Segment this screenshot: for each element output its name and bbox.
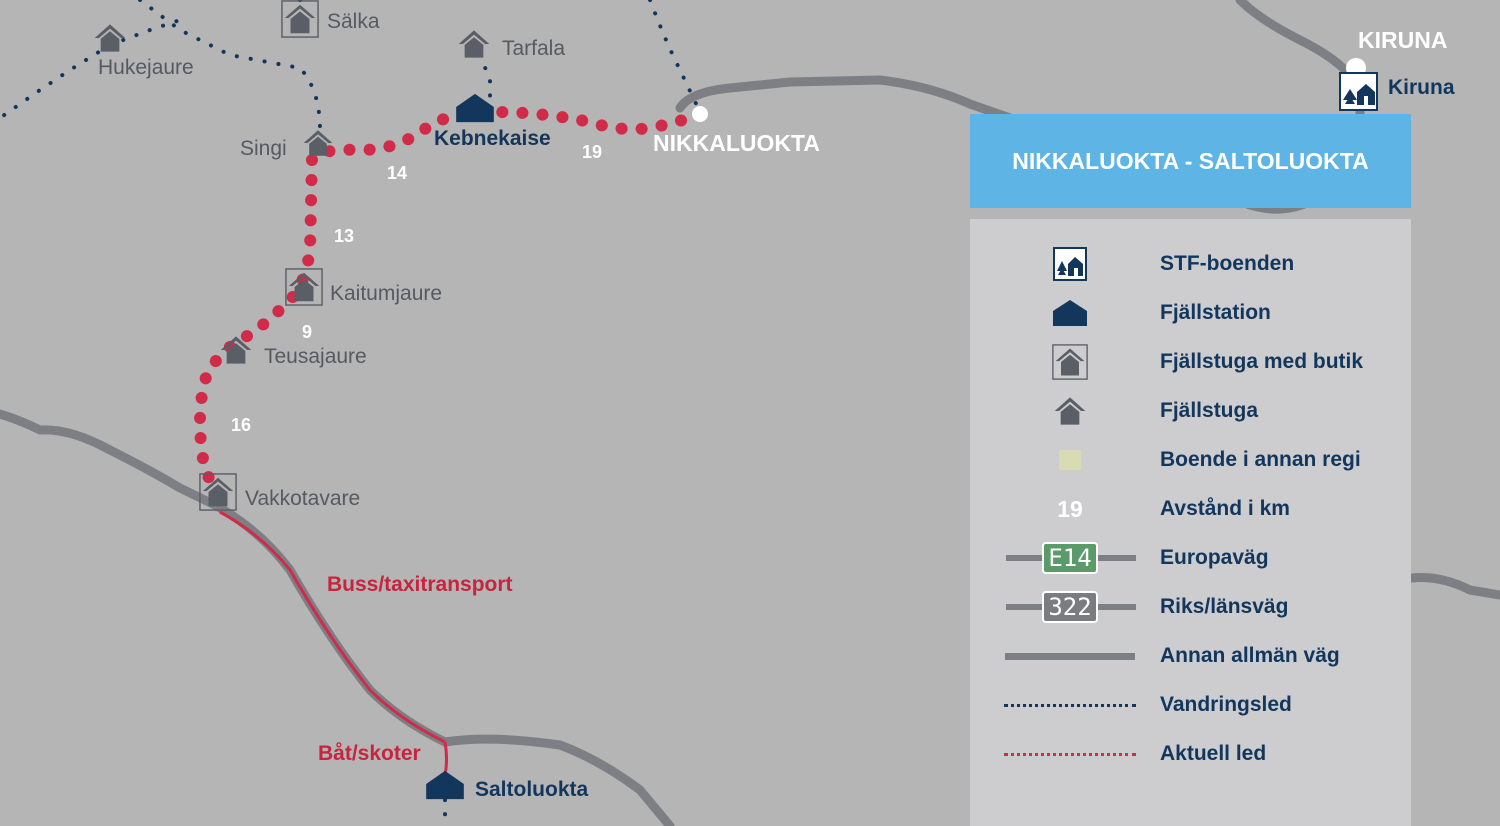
- hiking-trail-symbol: [1000, 685, 1140, 725]
- station-saltoluokta: [426, 770, 464, 800]
- nikkaluokta-node: [692, 106, 708, 122]
- legend-label: Avstånd i km: [1160, 497, 1290, 520]
- place-kaitumjaure: Kaitumjaure: [330, 282, 443, 305]
- trail-tarfala: [478, 53, 492, 102]
- legend-label: Fjällstuga med butik: [1160, 350, 1364, 373]
- current-trail: [194, 105, 706, 496]
- place-singi: Singi: [240, 137, 287, 160]
- other-road-symbol: [1000, 636, 1140, 676]
- bus-taxi-line: [219, 510, 446, 744]
- road-east: [1407, 573, 1500, 600]
- legend-item-other-lodging: Boende i annan regi: [970, 440, 1411, 480]
- legend-item-current-trail: Aktuell led: [970, 734, 1411, 774]
- stf-lodging-icon: [1000, 244, 1140, 284]
- e14-sign: E14: [1042, 542, 1098, 574]
- place-vakkotavare: Vakkotavare: [245, 487, 361, 510]
- legend-label: Vandringsled: [1160, 693, 1292, 716]
- place-kiruna-city: KIRUNA: [1358, 27, 1448, 53]
- distance-vakkotavare-teusajaure: 16: [231, 415, 252, 435]
- legend-item-european-road: E14 Europaväg: [970, 538, 1411, 578]
- stf-lodging-kiruna: [1339, 72, 1378, 111]
- transport-boat-snowmobile: Båt/skoter: [318, 742, 421, 765]
- other-lodging-icon: [1000, 440, 1140, 480]
- trail-hukejaure-west: [0, 43, 112, 120]
- mountain-station-icon: [1000, 293, 1140, 333]
- trail-salka-singi: [138, 0, 322, 132]
- hiking-trails: [0, 0, 702, 826]
- place-hukejaure: Hukejaure: [98, 56, 194, 79]
- legend-item-national-road: 322 Riks/länsväg: [970, 587, 1411, 627]
- legend-label: Fjällstation: [1160, 301, 1271, 324]
- hut-hukejaure: [94, 24, 126, 52]
- legend-label: Fjällstuga: [1160, 399, 1259, 422]
- legend-item-hiking-trail: Vandringsled: [970, 685, 1411, 725]
- legend-label: Riks/länsväg: [1160, 595, 1289, 618]
- legend-item-mountain-hut: Fjällstuga: [970, 391, 1411, 431]
- distance-symbol: 19: [1057, 495, 1083, 522]
- transport-bus-taxi: Buss/taxitransport: [327, 573, 513, 596]
- hut-shop-salka: [281, 0, 319, 38]
- distance-kaitumjaure-singi: 13: [334, 226, 355, 246]
- road-west: [0, 409, 220, 510]
- hut-tarfala: [458, 30, 490, 58]
- trail-hukejaure-salka: [108, 18, 182, 47]
- legend-item-other-road: Annan allmän väg: [970, 636, 1411, 676]
- boat-line: [443, 741, 448, 776]
- mountain-hut-shop-icon: [1000, 342, 1140, 382]
- place-nikkaluokta: NIKKALUOKTA: [653, 130, 820, 156]
- road-322-sign: 322: [1042, 591, 1098, 623]
- mountain-hut-icon: [1000, 391, 1140, 431]
- current-trail-symbol: [1000, 734, 1140, 774]
- place-kiruna-stf: Kiruna: [1388, 76, 1455, 99]
- legend-item-distance: 19 Avstånd i km: [970, 489, 1411, 529]
- legend: STF-boenden Fjällstation Fjällstuga med …: [970, 219, 1411, 826]
- legend-label: Annan allmän väg: [1160, 644, 1340, 667]
- legend-label: Europaväg: [1160, 546, 1269, 569]
- legend-label: STF-boenden: [1160, 252, 1295, 275]
- route-title: NIKKALUOKTA - SALTOLUOKTA: [1012, 147, 1369, 174]
- distance-kebnekaise-nikkaluokta: 19: [582, 142, 603, 162]
- place-saltoluokta: Saltoluokta: [475, 778, 589, 801]
- legend-item-mountain-hut-shop: Fjällstuga med butik: [970, 342, 1411, 382]
- place-teusajaure: Teusajaure: [264, 345, 367, 368]
- place-salka: Sälka: [327, 10, 380, 33]
- route-title-box: NIKKALUOKTA - SALTOLUOKTA: [970, 114, 1411, 208]
- station-kebnekaise: [456, 93, 494, 123]
- place-tarfala: Tarfala: [502, 37, 566, 60]
- current-trail-path: [194, 105, 706, 496]
- legend-label: Aktuell led: [1160, 742, 1267, 765]
- legend-item-stf-lodging: STF-boenden: [970, 244, 1411, 284]
- place-kebnekaise: Kebnekaise: [434, 127, 551, 150]
- road-kiruna-north: [1235, 0, 1350, 75]
- distance-teusajaure-kaitumjaure: 9: [302, 322, 313, 342]
- legend-label: Boende i annan regi: [1160, 448, 1361, 471]
- distance-singi-kebnekaise: 14: [387, 163, 408, 183]
- legend-item-mountain-station: Fjällstation: [970, 293, 1411, 333]
